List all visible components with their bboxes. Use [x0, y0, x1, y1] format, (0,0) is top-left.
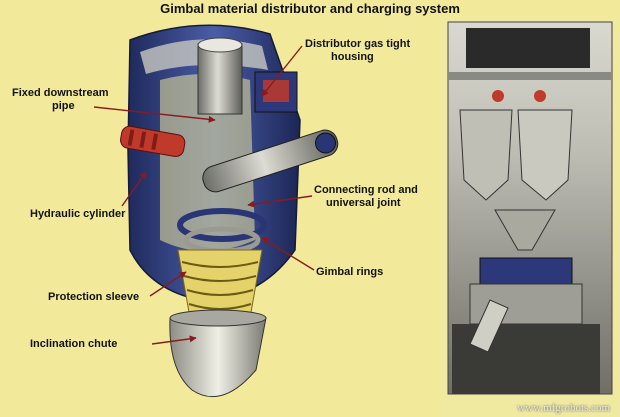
label-distributor-housing: Distributor gas tight housing — [305, 38, 411, 63]
watermark: www.mfgrobots.com — [517, 402, 610, 414]
cutaway-illustration — [120, 24, 339, 398]
protection-sleeve-shape — [177, 249, 263, 319]
label-protection-sleeve: Protection sleeve — [48, 291, 140, 303]
label-fixed-downstream-pipe: Fixed downstream pipe — [12, 87, 109, 112]
diagram-title: Gimbal material distributor and charging… — [160, 1, 460, 16]
label-connecting-rod: Connecting rod and universal joint — [314, 184, 418, 209]
gimbal-ring-outer — [177, 208, 267, 242]
inclination-chute-shape — [169, 317, 267, 398]
label-gimbal-rings: Gimbal rings — [316, 266, 384, 278]
charging-system-photo — [440, 18, 620, 417]
label-inclination-chute: Inclination chute — [30, 338, 118, 350]
connecting-rod-shape — [202, 129, 339, 193]
label-hydraulic-cylinder: Hydraulic cylinder — [30, 208, 126, 220]
leader-arrows — [93, 45, 315, 345]
fixed-downstream-pipe-shape — [197, 43, 243, 115]
